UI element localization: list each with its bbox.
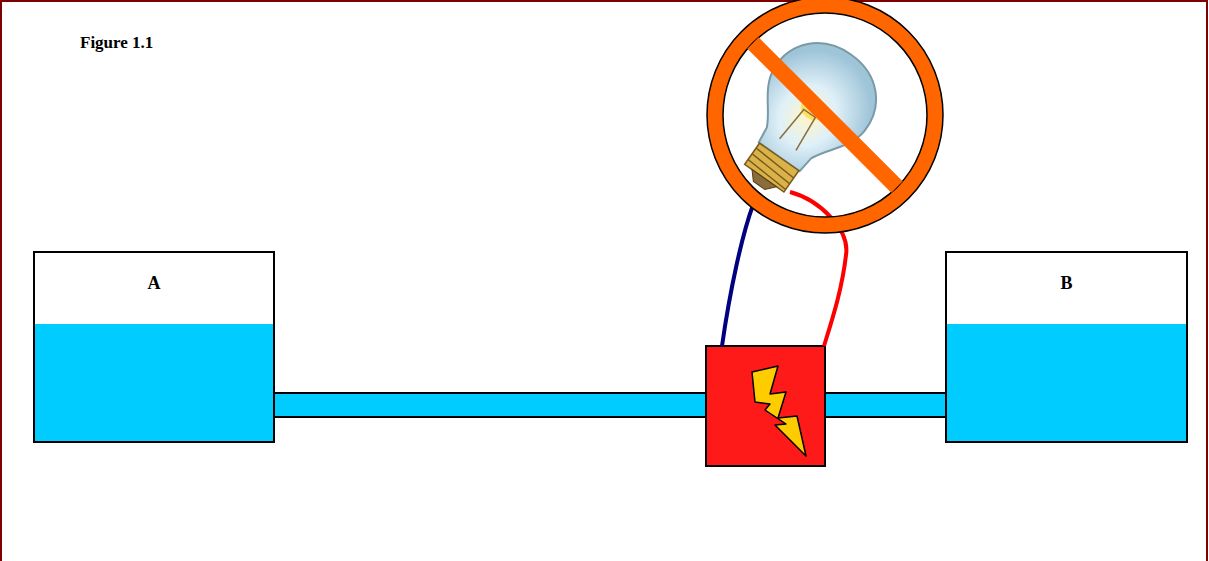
generator: [706, 346, 825, 466]
figure-title: Figure 1.1: [80, 33, 153, 53]
prohibition-sign: [707, 0, 943, 233]
tank-label: B: [947, 253, 1186, 294]
tank-label: A: [35, 253, 273, 294]
prohibition-ring: [715, 5, 935, 225]
prohibition-slash: [753, 43, 897, 187]
blue-wire: [722, 205, 753, 346]
tank: A: [33, 251, 275, 443]
generator-box: [706, 346, 825, 466]
tank: B: [945, 251, 1188, 443]
pipe-water: [275, 394, 945, 416]
pipe-wall: [275, 392, 945, 418]
lightning-bolt: [752, 366, 806, 456]
ring-outline: [707, 0, 943, 233]
water-pipe: [275, 405, 945, 406]
ring-outline: [723, 13, 927, 217]
bulb-filament: [780, 108, 818, 151]
